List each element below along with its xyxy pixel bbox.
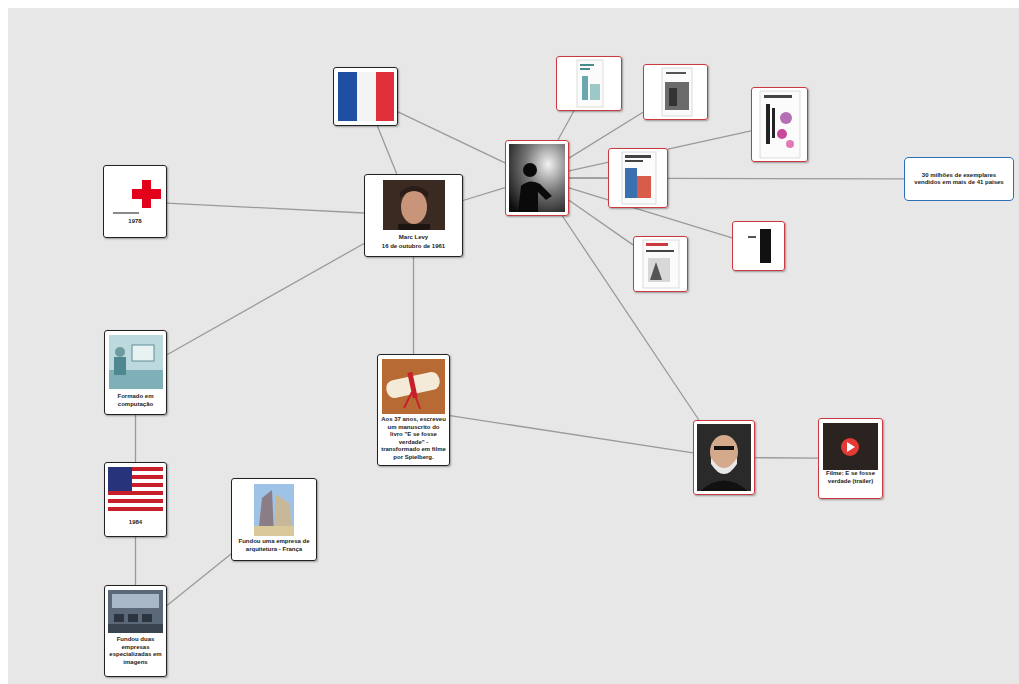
node-text: Aos 37 anos, escreveu um manuscrito do l… bbox=[381, 416, 446, 461]
topic-box: Filme: E se fosse verdade (trailer) bbox=[818, 418, 883, 499]
picture-box bbox=[693, 420, 755, 495]
topic-box: 1978 bbox=[103, 165, 167, 238]
connector-line bbox=[135, 537, 136, 585]
director-portrait bbox=[697, 424, 751, 491]
topic-box: Fundou duas empresas especializadas em i… bbox=[104, 585, 167, 677]
connector-line bbox=[167, 554, 231, 606]
video-thumbnail bbox=[823, 423, 878, 470]
node-text: Marc Levy bbox=[368, 234, 459, 242]
box-face bbox=[104, 330, 167, 415]
connector-line bbox=[463, 188, 505, 201]
connector-line bbox=[558, 111, 574, 140]
box-face bbox=[231, 478, 317, 561]
box-face bbox=[104, 462, 167, 537]
topic-box: 1984 bbox=[104, 462, 167, 537]
topic-box: Aos 37 anos, escreveu um manuscrito do l… bbox=[377, 354, 450, 466]
node-text: Fundou uma empresa de arquitetura - Fran… bbox=[235, 538, 313, 553]
node-text: 16 de outubro de 1961 bbox=[368, 243, 459, 251]
picture-box bbox=[333, 67, 398, 126]
connector-line bbox=[755, 457, 818, 459]
node-text: Filme: E se fosse verdade (trailer) bbox=[822, 470, 879, 485]
picture-box bbox=[732, 221, 785, 271]
connector-line bbox=[377, 126, 396, 174]
topic-box: Marc Levy16 de outubro de 1961 bbox=[364, 174, 463, 257]
box-face bbox=[608, 148, 668, 208]
book-cover bbox=[662, 68, 692, 116]
scroll-photo bbox=[382, 359, 445, 414]
box-face bbox=[633, 236, 688, 292]
box-face bbox=[333, 67, 398, 126]
picture-box bbox=[556, 56, 622, 111]
box-face bbox=[818, 418, 883, 499]
box-face bbox=[364, 174, 463, 257]
building-photo bbox=[254, 484, 294, 536]
writer-photo bbox=[509, 144, 565, 212]
connector-line bbox=[562, 216, 699, 420]
office-photo bbox=[108, 590, 163, 633]
box-face bbox=[904, 157, 1014, 201]
us-flag bbox=[108, 467, 163, 515]
node-text: Formado em computação bbox=[108, 393, 163, 408]
connector-line bbox=[413, 257, 414, 354]
box-face bbox=[103, 165, 167, 238]
book-cover bbox=[643, 240, 679, 288]
topic-box: 30 milhões de exemplares vendidos em mai… bbox=[904, 157, 1014, 201]
node-text: 1984 bbox=[108, 519, 163, 527]
french-flag bbox=[338, 72, 394, 121]
box-face bbox=[732, 221, 785, 271]
topic-box: Formado em computação bbox=[104, 330, 167, 415]
connector-line bbox=[167, 244, 364, 355]
node-text: Fundou duas empresas especializadas em i… bbox=[108, 636, 163, 666]
picture-box bbox=[751, 87, 808, 162]
box-face bbox=[104, 585, 167, 677]
book-cover bbox=[760, 91, 800, 158]
red-cross-logo bbox=[113, 180, 161, 214]
box-face bbox=[556, 56, 622, 111]
book-cover bbox=[622, 152, 656, 204]
connector-line bbox=[398, 112, 505, 163]
connector-line bbox=[167, 203, 364, 213]
node-text: 1978 bbox=[107, 218, 163, 226]
picture-box bbox=[633, 236, 688, 292]
picture-box bbox=[643, 64, 708, 120]
computer-photo bbox=[109, 335, 163, 389]
topic-box: Fundou uma empresa de arquitetura - Fran… bbox=[231, 478, 317, 561]
connector-line bbox=[135, 415, 136, 462]
picture-box bbox=[608, 148, 668, 208]
box-face bbox=[693, 420, 755, 495]
connector-line bbox=[450, 416, 693, 453]
node-text: 30 milhões de exemplares vendidos em mai… bbox=[909, 172, 1009, 187]
picture-box bbox=[505, 140, 569, 216]
box-face bbox=[643, 64, 708, 120]
author-portrait bbox=[383, 180, 445, 230]
book-cover bbox=[745, 225, 773, 267]
book-cover bbox=[577, 60, 603, 107]
box-face bbox=[751, 87, 808, 162]
box-face bbox=[505, 140, 569, 216]
box-face bbox=[377, 354, 450, 466]
